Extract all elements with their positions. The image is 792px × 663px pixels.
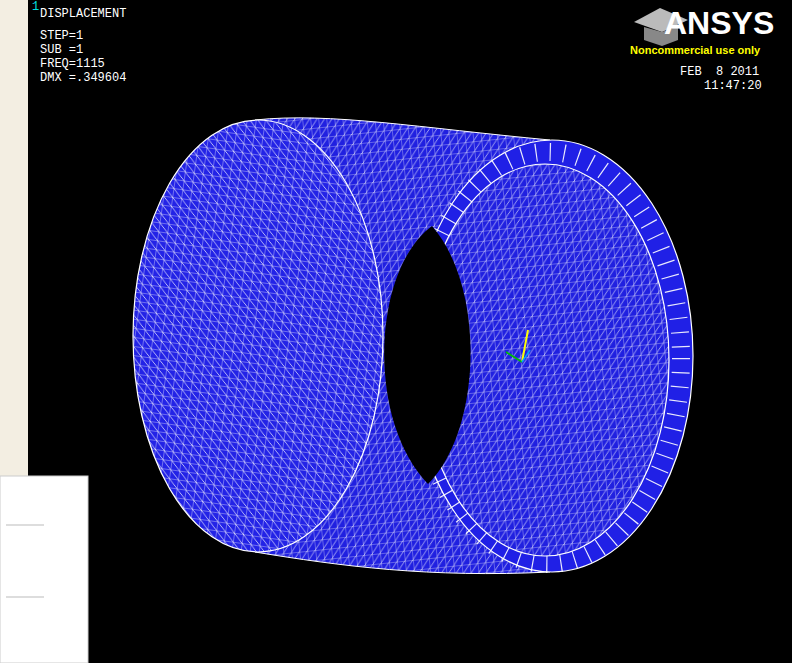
overlay-box bbox=[0, 476, 88, 663]
max-displacement: DMX =.349604 bbox=[40, 72, 126, 85]
substep-value: SUB =1 bbox=[40, 44, 83, 57]
logo-text: ANSYS bbox=[664, 6, 774, 41]
frequency-value: FREQ=1115 bbox=[40, 58, 105, 71]
through-opening bbox=[384, 226, 470, 484]
plot-time: 11:47:20 bbox=[704, 80, 762, 93]
overlay-rule bbox=[6, 525, 44, 526]
plot-title: DISPLACEMENT bbox=[40, 8, 126, 21]
overlay-rule bbox=[6, 597, 44, 598]
plot-area bbox=[28, 0, 792, 663]
window-number: 1 bbox=[32, 1, 39, 14]
step-value: STEP=1 bbox=[40, 30, 83, 43]
back-end bbox=[133, 120, 383, 552]
license-note: Noncommercial use only bbox=[630, 44, 760, 56]
plot-date: FEB 8 2011 bbox=[680, 66, 759, 79]
axis-triad bbox=[506, 330, 530, 362]
